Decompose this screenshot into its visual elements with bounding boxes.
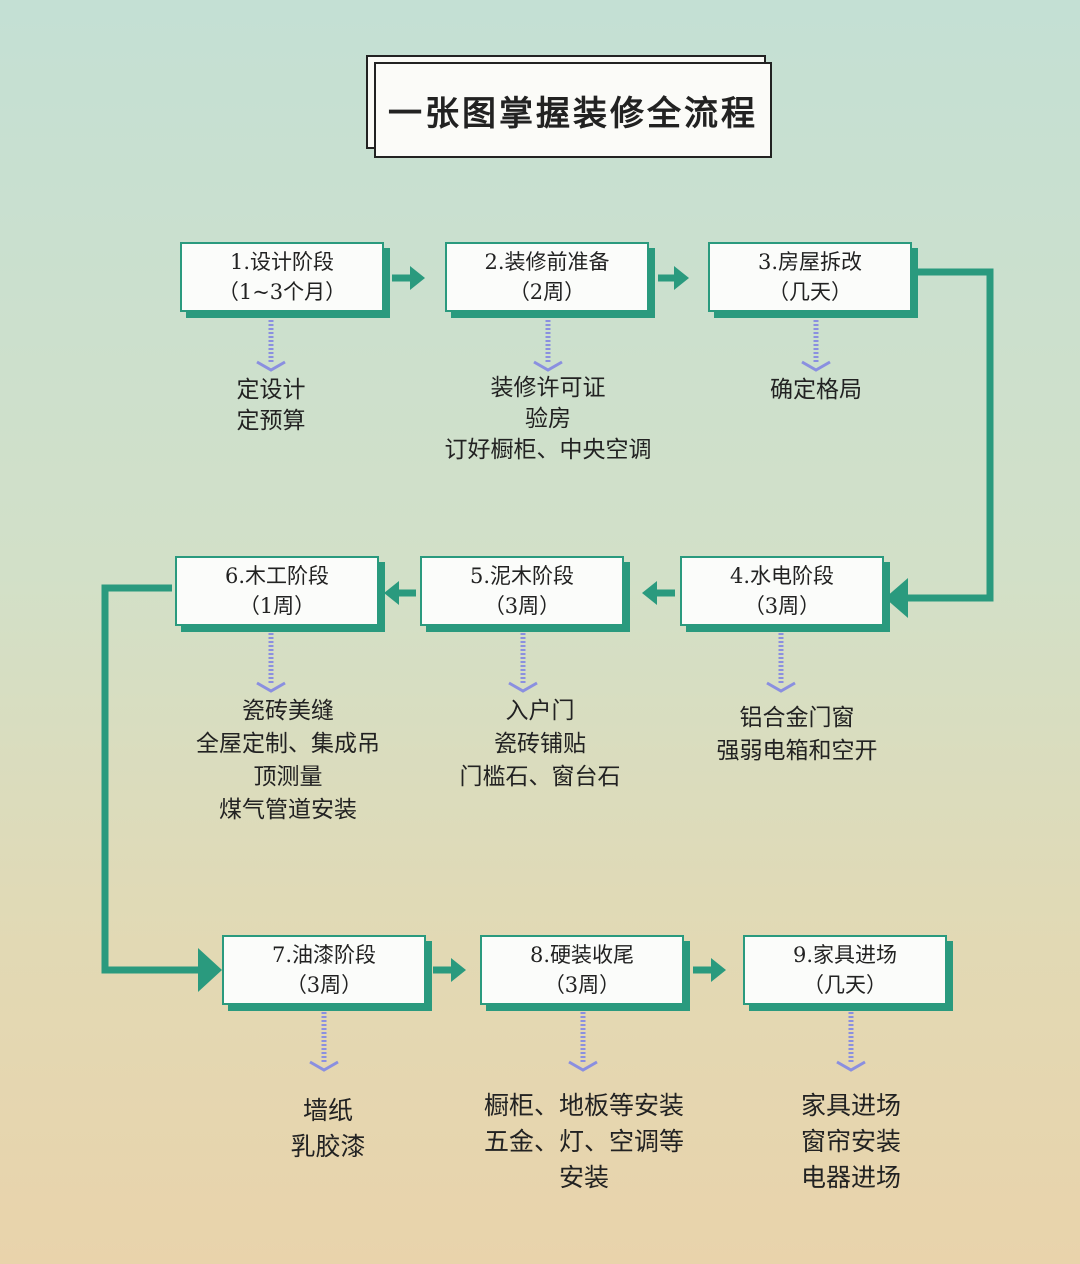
arrow-6-7	[101, 584, 222, 992]
step-duration: （3周）	[483, 594, 561, 618]
step-box-7: 7.油漆阶段 （3周）	[222, 935, 426, 1005]
step-7-items: 墙纸乳胶漆	[198, 1093, 458, 1165]
step-6-items: 瓷砖美缝全屋定制、集成吊顶测量煤气管道安装	[158, 695, 418, 827]
item: 顶测量	[253, 764, 323, 790]
item: 定预算	[236, 408, 306, 434]
step-box-2: 2.装修前准备 （2周）	[445, 242, 649, 312]
step-name: 2.装修前准备	[484, 250, 610, 274]
step-duration: （2周）	[508, 280, 586, 304]
step-name: 3.房屋拆改	[757, 250, 863, 274]
step-box-6: 6.木工阶段 （1周）	[175, 556, 379, 626]
step-duration: （3周）	[285, 973, 363, 997]
arrow-3-4	[885, 268, 994, 618]
step-name: 5.泥木阶段	[469, 564, 575, 588]
step-8-items: 橱柜、地板等安装五金、灯、空调等安装	[454, 1088, 714, 1196]
step-box-8: 8.硬装收尾 （3周）	[480, 935, 684, 1005]
item: 门槛石、窗台石	[459, 764, 621, 790]
step-box-5: 5.泥木阶段 （3周）	[420, 556, 624, 626]
step-box-9: 9.家具进场 （几天）	[743, 935, 947, 1005]
item: 入户门	[505, 698, 575, 724]
step-4-items: 铝合金门窗强弱电箱和空开	[667, 702, 927, 768]
arrow-4-5	[642, 581, 675, 605]
item: 瓷砖美缝	[242, 698, 334, 724]
arrow-5-6	[384, 581, 416, 605]
item: 瓷砖铺贴	[494, 731, 586, 757]
item: 铝合金门窗	[739, 705, 855, 731]
item: 验房	[525, 406, 571, 432]
item: 电器进场	[800, 1163, 901, 1192]
item: 安装	[558, 1163, 609, 1192]
step-duration: （1周）	[238, 594, 316, 618]
step-1-items: 定设计定预算	[141, 375, 401, 437]
item: 强弱电箱和空开	[716, 738, 878, 764]
arrow-7-8	[433, 958, 466, 982]
step-name: 1.设计阶段	[229, 250, 335, 274]
step-3-items: 确定格局	[686, 375, 946, 406]
step-duration: （3周）	[743, 594, 821, 618]
item: 煤气管道安装	[219, 797, 357, 823]
item: 乳胶漆	[290, 1132, 366, 1161]
item: 五金、灯、空调等	[483, 1127, 684, 1156]
step-2-items: 装修许可证验房订好橱柜、中央空调	[418, 373, 678, 466]
item: 窗帘安装	[800, 1127, 901, 1156]
arrow-1-2	[392, 266, 425, 290]
arrow-2-3	[658, 266, 689, 290]
item: 墙纸	[302, 1096, 353, 1125]
step-duration: （3周）	[543, 973, 621, 997]
item: 订好橱柜、中央空调	[444, 437, 652, 463]
step-box-4: 4.水电阶段 （3周）	[680, 556, 884, 626]
step-name: 9.家具进场	[792, 943, 898, 967]
step-duration: （几天）	[803, 973, 887, 997]
item: 橱柜、地板等安装	[483, 1091, 684, 1120]
page-title: 一张图掌握装修全流程	[374, 62, 772, 158]
step-name: 8.硬装收尾	[529, 943, 635, 967]
item: 家具进场	[800, 1091, 901, 1120]
item: 装修许可证	[490, 375, 606, 401]
step-name: 4.水电阶段	[729, 564, 835, 588]
item: 全屋定制、集成吊	[196, 731, 380, 757]
step-box-1: 1.设计阶段 （1~3个月）	[180, 242, 384, 312]
step-name: 6.木工阶段	[224, 564, 330, 588]
step-5-items: 入户门瓷砖铺贴门槛石、窗台石	[410, 695, 670, 794]
step-name: 7.油漆阶段	[271, 943, 377, 967]
step-9-items: 家具进场窗帘安装电器进场	[721, 1088, 981, 1196]
item: 定设计	[236, 377, 306, 403]
step-duration: （1~3个月）	[217, 280, 347, 304]
step-box-3: 3.房屋拆改 （几天）	[708, 242, 912, 312]
step-duration: （几天）	[768, 280, 852, 304]
arrow-8-9	[693, 958, 726, 982]
item: 确定格局	[770, 377, 862, 403]
